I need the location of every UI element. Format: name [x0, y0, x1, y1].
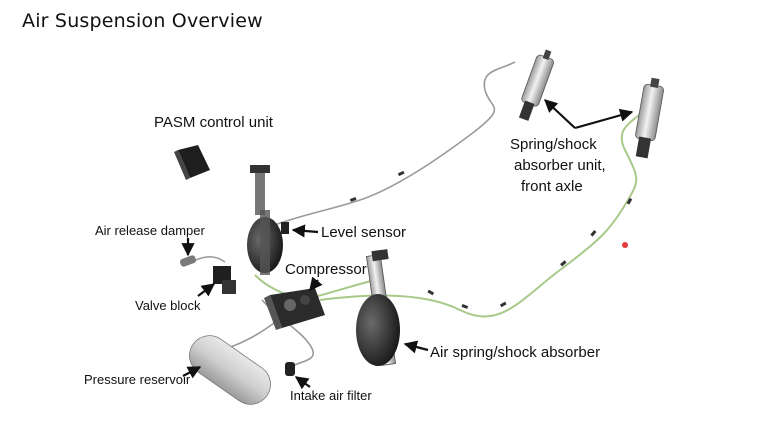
page-title: Air Suspension Overview	[22, 10, 263, 32]
valve-block-graphic	[213, 266, 236, 294]
arrow-intake-air-filter	[294, 376, 311, 390]
arrow-level-sensor	[291, 224, 319, 238]
label-intake-air-filter: Intake air filter	[290, 388, 372, 403]
label-spring-shock-line-2: absorber unit,	[514, 157, 606, 174]
label-level-sensor: Level sensor	[321, 224, 406, 241]
rear-left-air-spring	[247, 165, 289, 275]
air-line-to-front-left	[271, 61, 516, 227]
air-line-to-rear-strut	[317, 279, 376, 297]
compressor-graphic	[264, 288, 325, 330]
intake-air-filter-graphic	[285, 362, 295, 376]
arrow-valve-block	[197, 283, 216, 297]
air-release-damper-graphic	[179, 255, 197, 267]
arrow-air-spring	[403, 340, 429, 354]
callout-arrows	[181, 99, 634, 390]
label-spring-shock-line-1: Spring/shock	[510, 136, 597, 153]
label-pasm-control-unit: PASM control unit	[154, 114, 274, 131]
air-line-damper	[191, 255, 226, 263]
label-valve-block: Valve block	[135, 298, 201, 313]
grey-air-lines	[191, 61, 516, 367]
line-clips	[349, 170, 633, 309]
label-air-release-damper: Air release damper	[95, 223, 205, 238]
arrow-compressor	[309, 276, 323, 292]
front-right-strut	[635, 77, 664, 159]
arrow-front-axle-left	[544, 99, 576, 129]
arrow-pressure-reservoir	[182, 366, 202, 379]
pressure-reservoir-graphic	[189, 335, 271, 405]
rear-right-air-spring	[356, 249, 400, 366]
label-compressor: Compressor	[285, 261, 367, 278]
pasm-control-unit-graphic	[174, 145, 210, 180]
callout-labels: PASM control unit Spring/shock absorber …	[84, 114, 606, 403]
red-marker-dot	[622, 242, 628, 248]
label-spring-shock-line-3: front axle	[521, 178, 583, 195]
front-left-strut	[518, 49, 554, 121]
air-line-to-front-right	[319, 87, 661, 318]
label-pressure-reservoir: Pressure reservoir	[84, 372, 191, 387]
label-air-spring-shock-absorber: Air spring/shock absorber	[430, 344, 600, 361]
air-line-reservoir	[227, 319, 279, 349]
arrow-front-axle-right	[574, 108, 634, 130]
